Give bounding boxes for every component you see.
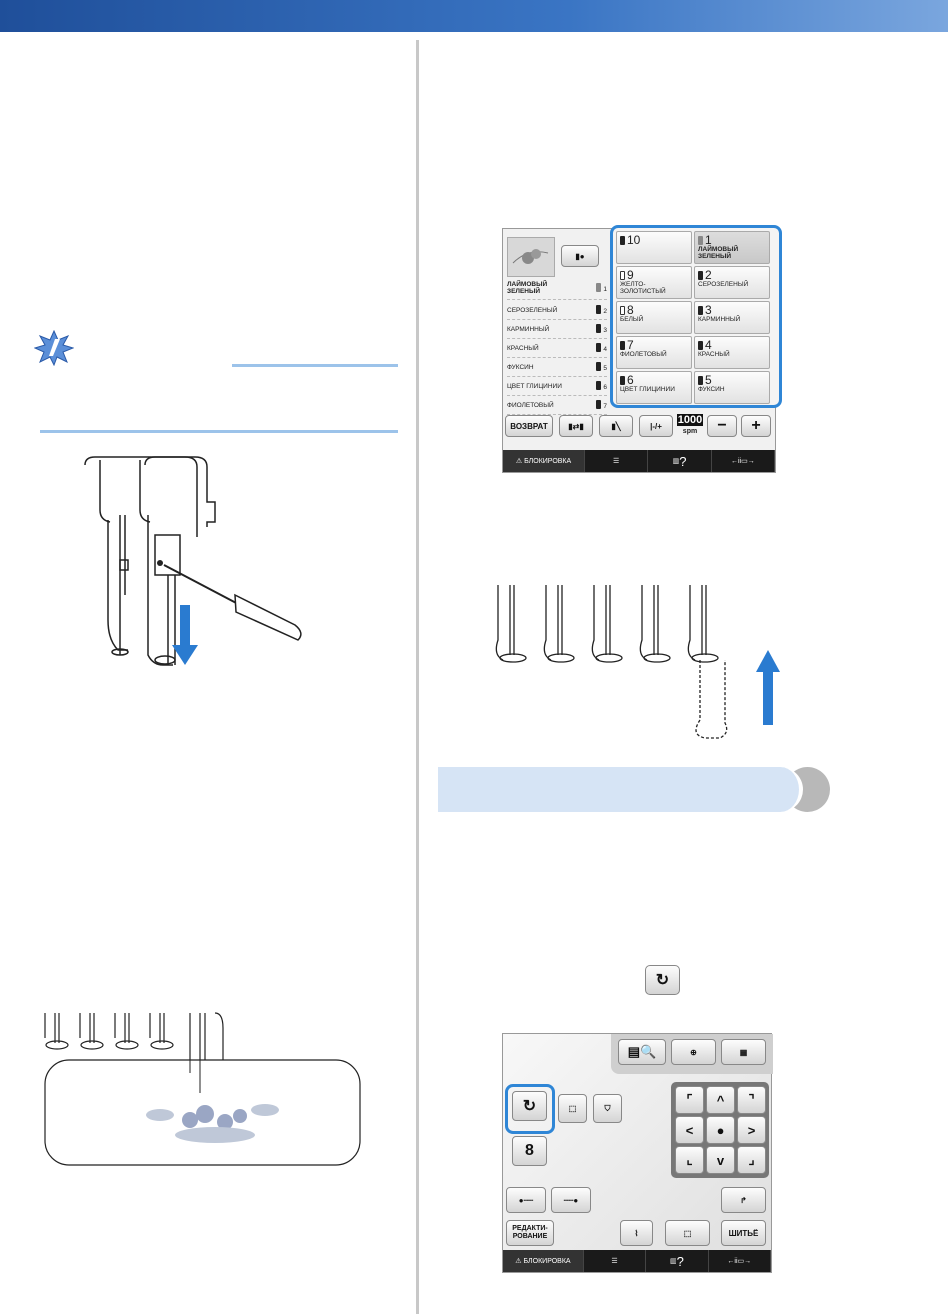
checklist-button[interactable]: ☰ — [585, 450, 649, 472]
end-point-button[interactable]: ┄┄● — [551, 1187, 591, 1213]
checklist-button[interactable]: ☰ — [584, 1250, 647, 1272]
rotate-icon: ↻ — [645, 965, 680, 995]
help-button[interactable]: ▥? — [646, 1250, 709, 1272]
density-button[interactable]: ⛉ — [593, 1094, 622, 1123]
move-up-right-button[interactable]: ⌝ — [737, 1086, 766, 1114]
move-up-button[interactable]: ^ — [706, 1086, 735, 1114]
lock-button[interactable]: ⚠ БЛОКИРОВКА — [503, 1250, 584, 1272]
move-right-button[interactable]: > — [737, 1116, 766, 1144]
warning-icon: ⚠ — [515, 1258, 524, 1265]
move-center-button[interactable]: ● — [706, 1116, 735, 1144]
grid-button[interactable]: ▦ — [721, 1039, 766, 1065]
screen-footer: ⚠ БЛОКИРОВКА ☰ ▥? ←ii▭→ — [503, 1250, 771, 1272]
rotate-icon: ↻ — [522, 1098, 537, 1115]
move-up-left-button[interactable]: ⌜ — [675, 1086, 704, 1114]
move-down-left-button[interactable]: ⌞ — [675, 1146, 704, 1174]
pattern-preview — [507, 237, 555, 277]
frame-move-button[interactable]: ←ii▭→ — [712, 450, 775, 472]
rotate-button[interactable]: ↻ — [512, 1091, 547, 1121]
needle-screwdriver-illustration — [84, 456, 302, 666]
move-down-button[interactable]: v — [706, 1146, 735, 1174]
sew-button[interactable]: ШИТЬЁ — [721, 1220, 766, 1246]
embroidery-illustration — [44, 1012, 361, 1166]
mirror-button[interactable]: ⬚ — [558, 1094, 587, 1123]
needle-position-button[interactable]: |-/+ — [639, 415, 673, 437]
note-icon — [34, 330, 74, 366]
rotate-highlight — [505, 1084, 555, 1134]
page-header-bar — [0, 0, 948, 32]
edit-button[interactable]: РЕДАКТИ-РОВАНИЕ — [506, 1220, 554, 1246]
start-point-button[interactable]: ●┄┄ — [506, 1187, 546, 1213]
swap-needle-button[interactable]: ▮⇄▮ — [559, 415, 593, 437]
lock-button[interactable]: ⚠ БЛОКИРОВКА — [503, 450, 586, 472]
trace-button[interactable]: ⌇ — [620, 1220, 653, 1246]
back-button[interactable]: ВОЗВРАТ — [505, 415, 553, 437]
return-button[interactable]: ↱ — [721, 1187, 766, 1213]
frame-move-button[interactable]: ←ii▭→ — [709, 1250, 771, 1272]
help-button[interactable]: ▥? — [648, 450, 712, 472]
section-heading-bar — [438, 767, 803, 812]
warning-icon: ⚠ — [515, 458, 525, 465]
machine-icon: ▥ — [669, 1258, 677, 1265]
screen-footer: ⚠ БЛОКИРОВКА ☰ ▥? ←ii▭→ — [503, 450, 775, 472]
needle-bars-up-illustration — [495, 584, 780, 739]
needle-button-10[interactable]: 10 — [616, 231, 692, 264]
move-down-right-button[interactable]: ⌟ — [737, 1146, 766, 1174]
thread-cut-button[interactable]: ▮╲ — [599, 415, 633, 437]
size-button[interactable]: 8 — [512, 1136, 547, 1166]
note-rule-bottom — [40, 430, 398, 433]
machine-icon: ▥ — [672, 458, 680, 465]
trial-button[interactable]: ⬚ — [665, 1220, 710, 1246]
edit-screen: ▤🔍 ⊕ ▦ ↻ ⬚ ⛉ 8 ⌜ ^ ⌝ < ● > ⌞ v ⌟ ●┄┄ ┄┄●… — [502, 1033, 773, 1273]
note-rule — [232, 364, 398, 367]
thread-stop-button[interactable]: ▮● — [561, 245, 599, 267]
column-divider — [416, 40, 419, 1314]
speed-plus-button[interactable]: + — [741, 415, 771, 437]
speed-minus-button[interactable]: − — [707, 415, 737, 437]
zoom-button[interactable]: ⊕ — [671, 1039, 716, 1065]
preview-button[interactable]: ▤🔍 — [618, 1039, 666, 1065]
move-left-button[interactable]: < — [675, 1116, 704, 1144]
